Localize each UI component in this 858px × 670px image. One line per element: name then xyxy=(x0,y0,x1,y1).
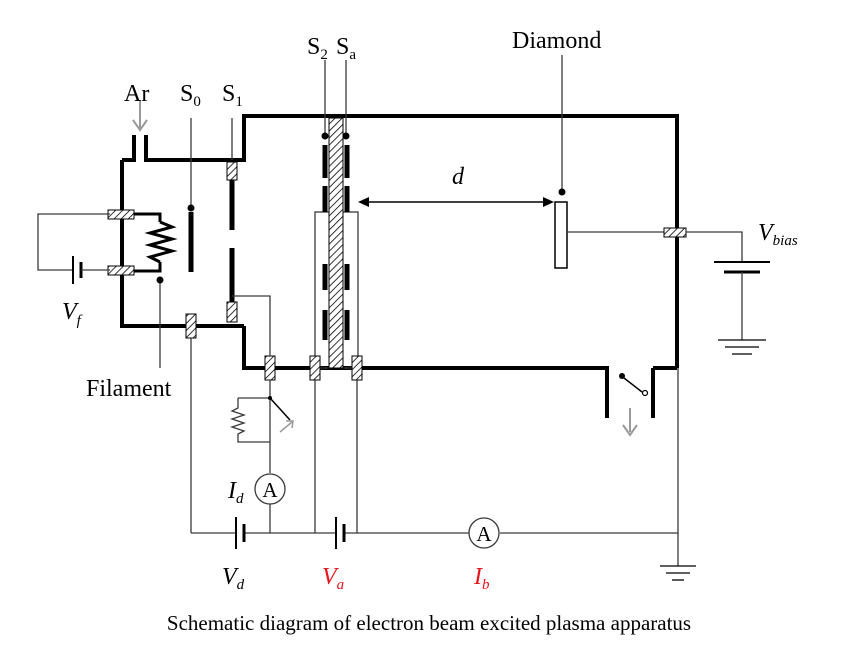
diamond-label: Diamond xyxy=(512,28,601,54)
vd-label: Vd xyxy=(222,564,245,593)
vbias-power-supply xyxy=(686,231,770,355)
ar-gas-inlet-arrow xyxy=(132,100,148,132)
pump-outlet-arrow xyxy=(622,408,638,437)
dc-resistor-switch xyxy=(229,396,294,443)
vf-label: Vf xyxy=(62,299,83,329)
sa-label: Sa xyxy=(336,34,356,63)
s2-label: S2 xyxy=(307,34,328,63)
distance-d-arrow xyxy=(358,197,554,207)
filament-coil xyxy=(134,212,178,368)
electrode-sa xyxy=(328,117,350,369)
svg-text:A: A xyxy=(476,522,492,546)
distance-d-label: d xyxy=(452,164,465,190)
chamber-walls xyxy=(120,114,679,418)
s0-label: S0 xyxy=(180,81,201,110)
va-battery xyxy=(335,517,346,549)
ammeter-ib: A xyxy=(468,517,500,549)
diamond-substrate xyxy=(554,55,670,269)
electrode-s1 xyxy=(226,161,238,323)
vd-battery xyxy=(235,517,246,549)
figure-caption: Schematic diagram of electron beam excit… xyxy=(167,611,691,635)
ib-label: Ib xyxy=(473,564,490,593)
filament-label: Filament xyxy=(86,376,172,402)
valve-switch xyxy=(619,373,649,397)
feedthroughs xyxy=(107,209,687,381)
ammeter-id: A xyxy=(254,473,286,505)
s1-label: S1 xyxy=(222,81,243,110)
ground-symbol xyxy=(660,565,696,581)
vf-power-supply xyxy=(37,213,110,284)
id-label: Id xyxy=(227,478,244,507)
ar-label: Ar xyxy=(124,81,149,107)
vbias-label: Vbias xyxy=(758,220,798,249)
lower-circuit-wires xyxy=(190,295,679,566)
va-label: Va xyxy=(322,564,344,593)
svg-text:A: A xyxy=(262,478,278,502)
